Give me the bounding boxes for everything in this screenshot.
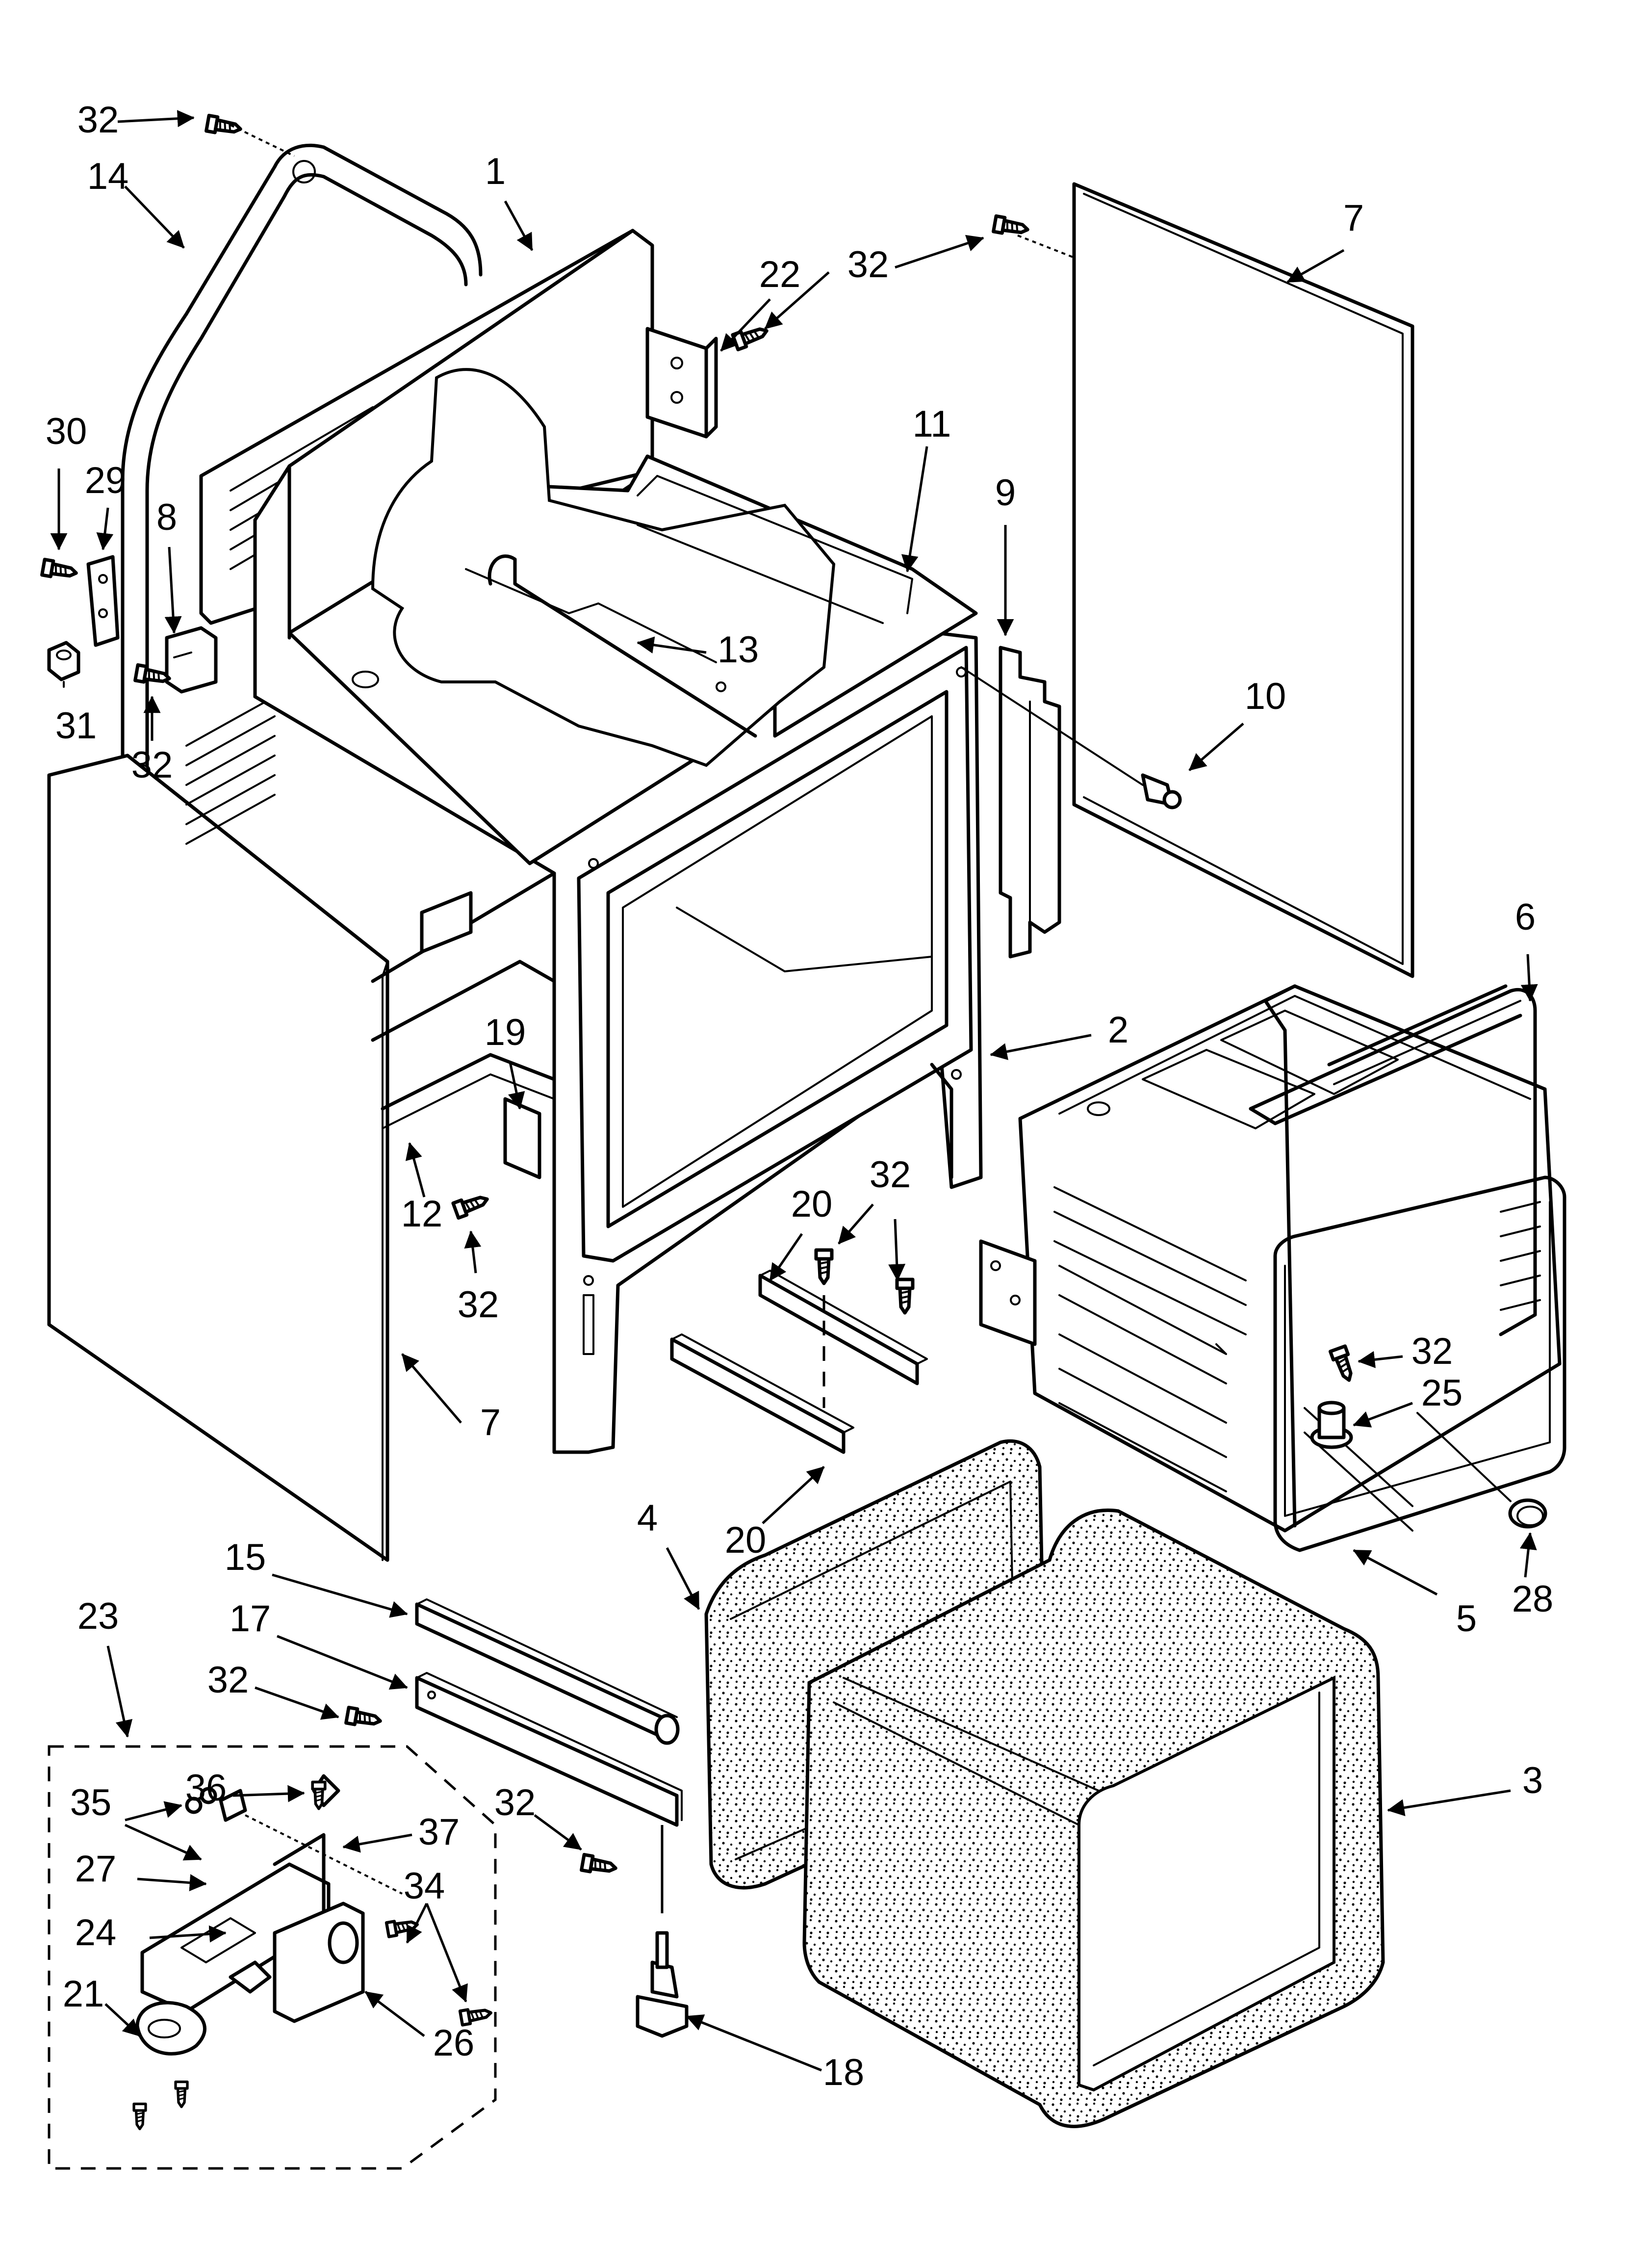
screw-32-bracket-b xyxy=(897,1279,913,1313)
callout-9: 9 xyxy=(995,472,1016,514)
left-side-panel xyxy=(47,754,389,1562)
leader-lines xyxy=(50,110,1538,2072)
callout-12: 12 xyxy=(401,1193,443,1235)
callout-6: 6 xyxy=(1515,896,1536,938)
assembly-outline xyxy=(48,1745,497,2170)
callout-32c: 32 xyxy=(131,744,173,786)
leveling-bracket-lower xyxy=(670,1333,854,1454)
callout-1: 1 xyxy=(485,151,506,192)
callout-27: 27 xyxy=(75,1848,117,1890)
callout-23: 23 xyxy=(77,1595,119,1637)
side-bracket xyxy=(999,646,1061,959)
callout-3: 3 xyxy=(1522,1760,1543,1801)
terminal-lead-line xyxy=(960,666,1144,786)
burner-bracket-assembly xyxy=(135,1774,403,2056)
callout-32d: 32 xyxy=(870,1154,911,1196)
oven-cavity xyxy=(979,984,1566,1552)
callout-24: 24 xyxy=(75,1912,117,1954)
callout-35: 35 xyxy=(70,1782,112,1824)
door-rail-upper xyxy=(415,1598,680,1745)
callout-37: 37 xyxy=(418,1811,460,1853)
callout-32h: 32 xyxy=(494,1782,536,1824)
screw-32-hinge xyxy=(733,323,770,349)
callout-36: 36 xyxy=(185,1767,227,1809)
callout-30: 30 xyxy=(46,411,87,452)
bracket-19 xyxy=(503,1097,541,1179)
hinge-bracket xyxy=(645,327,718,439)
leveling-leg xyxy=(636,1931,689,2038)
callout-7b: 7 xyxy=(480,1402,501,1443)
screw-30 xyxy=(42,559,78,580)
callout-17: 17 xyxy=(230,1598,271,1640)
screw-32-bracket-a xyxy=(816,1250,832,1283)
oven-insulation-front xyxy=(802,1509,1385,2128)
callout-20b: 20 xyxy=(725,1519,767,1561)
terminal-block xyxy=(1141,773,1182,809)
door-rail-lower xyxy=(415,1672,683,1827)
screw-32-frame xyxy=(453,1192,490,1218)
callout-15: 15 xyxy=(225,1537,266,1578)
callout-21: 21 xyxy=(63,1973,104,2015)
screw-32-right-panel xyxy=(994,216,1029,237)
callout-5: 5 xyxy=(1456,1598,1477,1640)
callout-31: 31 xyxy=(55,705,97,747)
callout-18: 18 xyxy=(823,2052,865,2093)
callout-25: 25 xyxy=(1421,1372,1463,1414)
light-lens xyxy=(1508,1498,1547,1529)
callout-19: 19 xyxy=(485,1012,526,1053)
callout-14: 14 xyxy=(87,156,129,197)
callout-22: 22 xyxy=(759,254,801,295)
callout-4: 4 xyxy=(637,1497,658,1539)
right-side-panel xyxy=(1072,182,1414,978)
callout-32a: 32 xyxy=(77,99,119,141)
screw-32-top xyxy=(206,115,242,136)
hinge-receptacle xyxy=(86,555,120,647)
callout-11: 11 xyxy=(913,403,951,445)
callout-32f: 32 xyxy=(1411,1330,1453,1372)
callout-26: 26 xyxy=(433,2022,475,2064)
callout-13: 13 xyxy=(718,629,759,671)
screw-bottom-a xyxy=(134,2104,146,2129)
callout-28: 28 xyxy=(1512,1578,1554,1620)
tube-frame xyxy=(121,143,483,767)
callout-labels: 32 14 1 32 22 7 30 29 8 11 9 13 31 32 10… xyxy=(46,99,1554,2093)
screw-bottom-b xyxy=(176,2082,187,2107)
light-socket xyxy=(1310,1401,1353,1449)
screw-32-rail-b xyxy=(582,1854,617,1876)
screw-32-rail xyxy=(346,1707,382,1728)
callout-32e: 32 xyxy=(458,1284,499,1326)
callout-20a: 20 xyxy=(791,1183,833,1225)
callout-10: 10 xyxy=(1245,676,1286,717)
callout-34: 34 xyxy=(404,1865,445,1907)
callout-32g: 32 xyxy=(207,1659,249,1701)
callout-32b: 32 xyxy=(847,244,889,286)
callout-2: 2 xyxy=(1108,1009,1129,1051)
callout-29: 29 xyxy=(85,460,127,501)
door-latch-block xyxy=(165,626,218,694)
leveling-bracket-upper xyxy=(758,1270,928,1385)
cooktop-support-frame xyxy=(287,368,978,865)
callout-7a: 7 xyxy=(1343,197,1364,239)
hex-nut xyxy=(47,641,80,681)
callout-8: 8 xyxy=(156,496,177,538)
